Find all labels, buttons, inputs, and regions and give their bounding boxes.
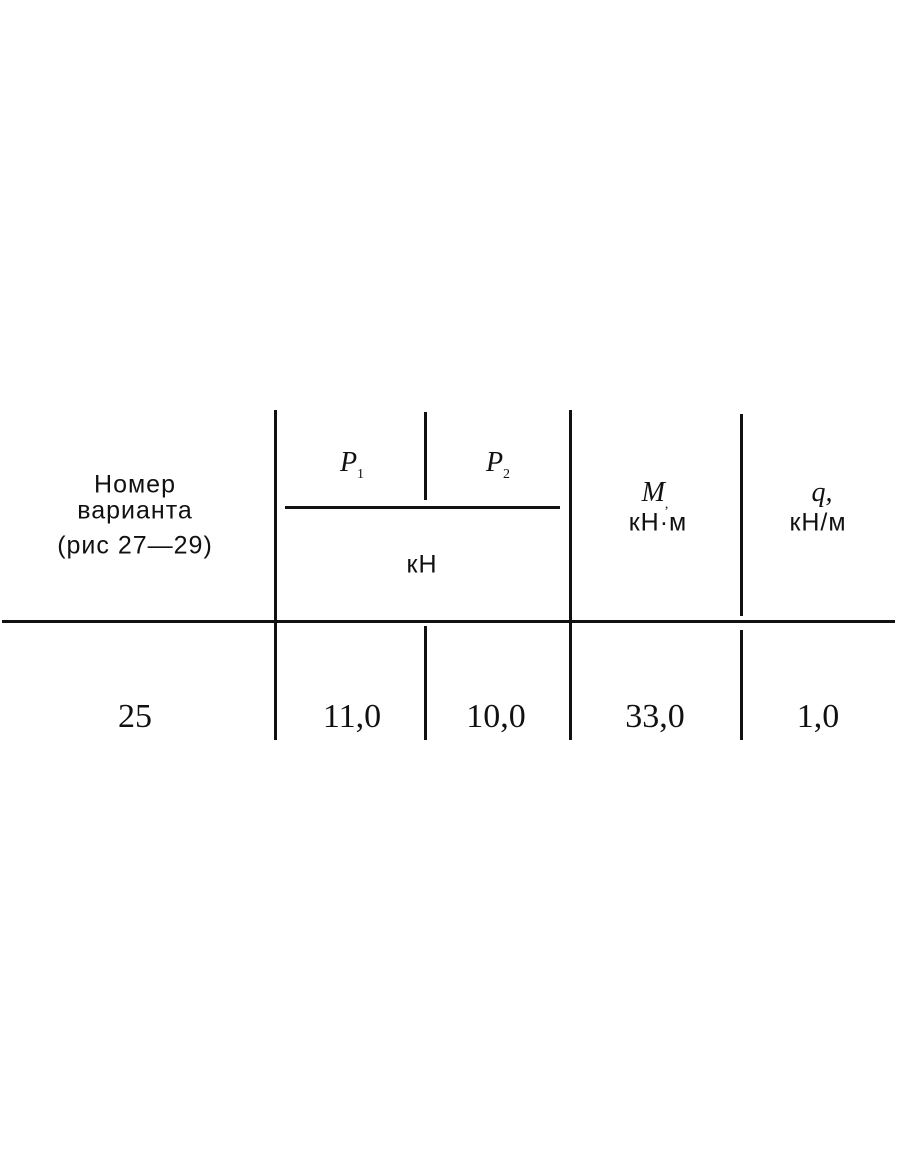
p1-subscript: 1 bbox=[357, 466, 365, 482]
column-divider bbox=[274, 410, 277, 740]
p2-subscript: 2 bbox=[503, 466, 511, 482]
q-comma: , bbox=[825, 477, 833, 508]
cell-p1: 11,0 bbox=[322, 698, 382, 735]
p1-symbol: P bbox=[339, 447, 358, 479]
header-variant-line1: Номер bbox=[94, 470, 176, 499]
column-divider bbox=[424, 626, 427, 740]
header-q: q, bbox=[812, 477, 833, 509]
p2-symbol: P bbox=[485, 447, 504, 479]
column-divider bbox=[740, 414, 743, 616]
header-variant-line2: варианта bbox=[77, 496, 193, 525]
header-rule bbox=[2, 620, 895, 623]
header-q-unit: кН/м bbox=[789, 508, 847, 537]
cell-m: 33,0 bbox=[625, 698, 685, 735]
m-comma: , bbox=[664, 496, 669, 512]
q-symbol: q bbox=[811, 477, 826, 508]
column-divider bbox=[740, 630, 743, 740]
header-p2: P2 bbox=[486, 447, 510, 483]
m-symbol: M bbox=[641, 477, 665, 509]
header-p-unit: кН bbox=[406, 550, 438, 579]
cell-q: 1,0 bbox=[796, 698, 840, 735]
column-divider bbox=[424, 412, 427, 500]
column-divider bbox=[569, 410, 572, 740]
cell-p2: 10,0 bbox=[466, 698, 526, 735]
header-subdivider bbox=[285, 506, 560, 509]
header-p1: P1 bbox=[340, 447, 364, 483]
header-m: M, bbox=[642, 477, 669, 513]
cell-variant: 25 bbox=[118, 698, 152, 735]
header-m-unit: кН·м bbox=[628, 508, 688, 537]
header-variant-line3: (рис 27—29) bbox=[57, 531, 213, 560]
